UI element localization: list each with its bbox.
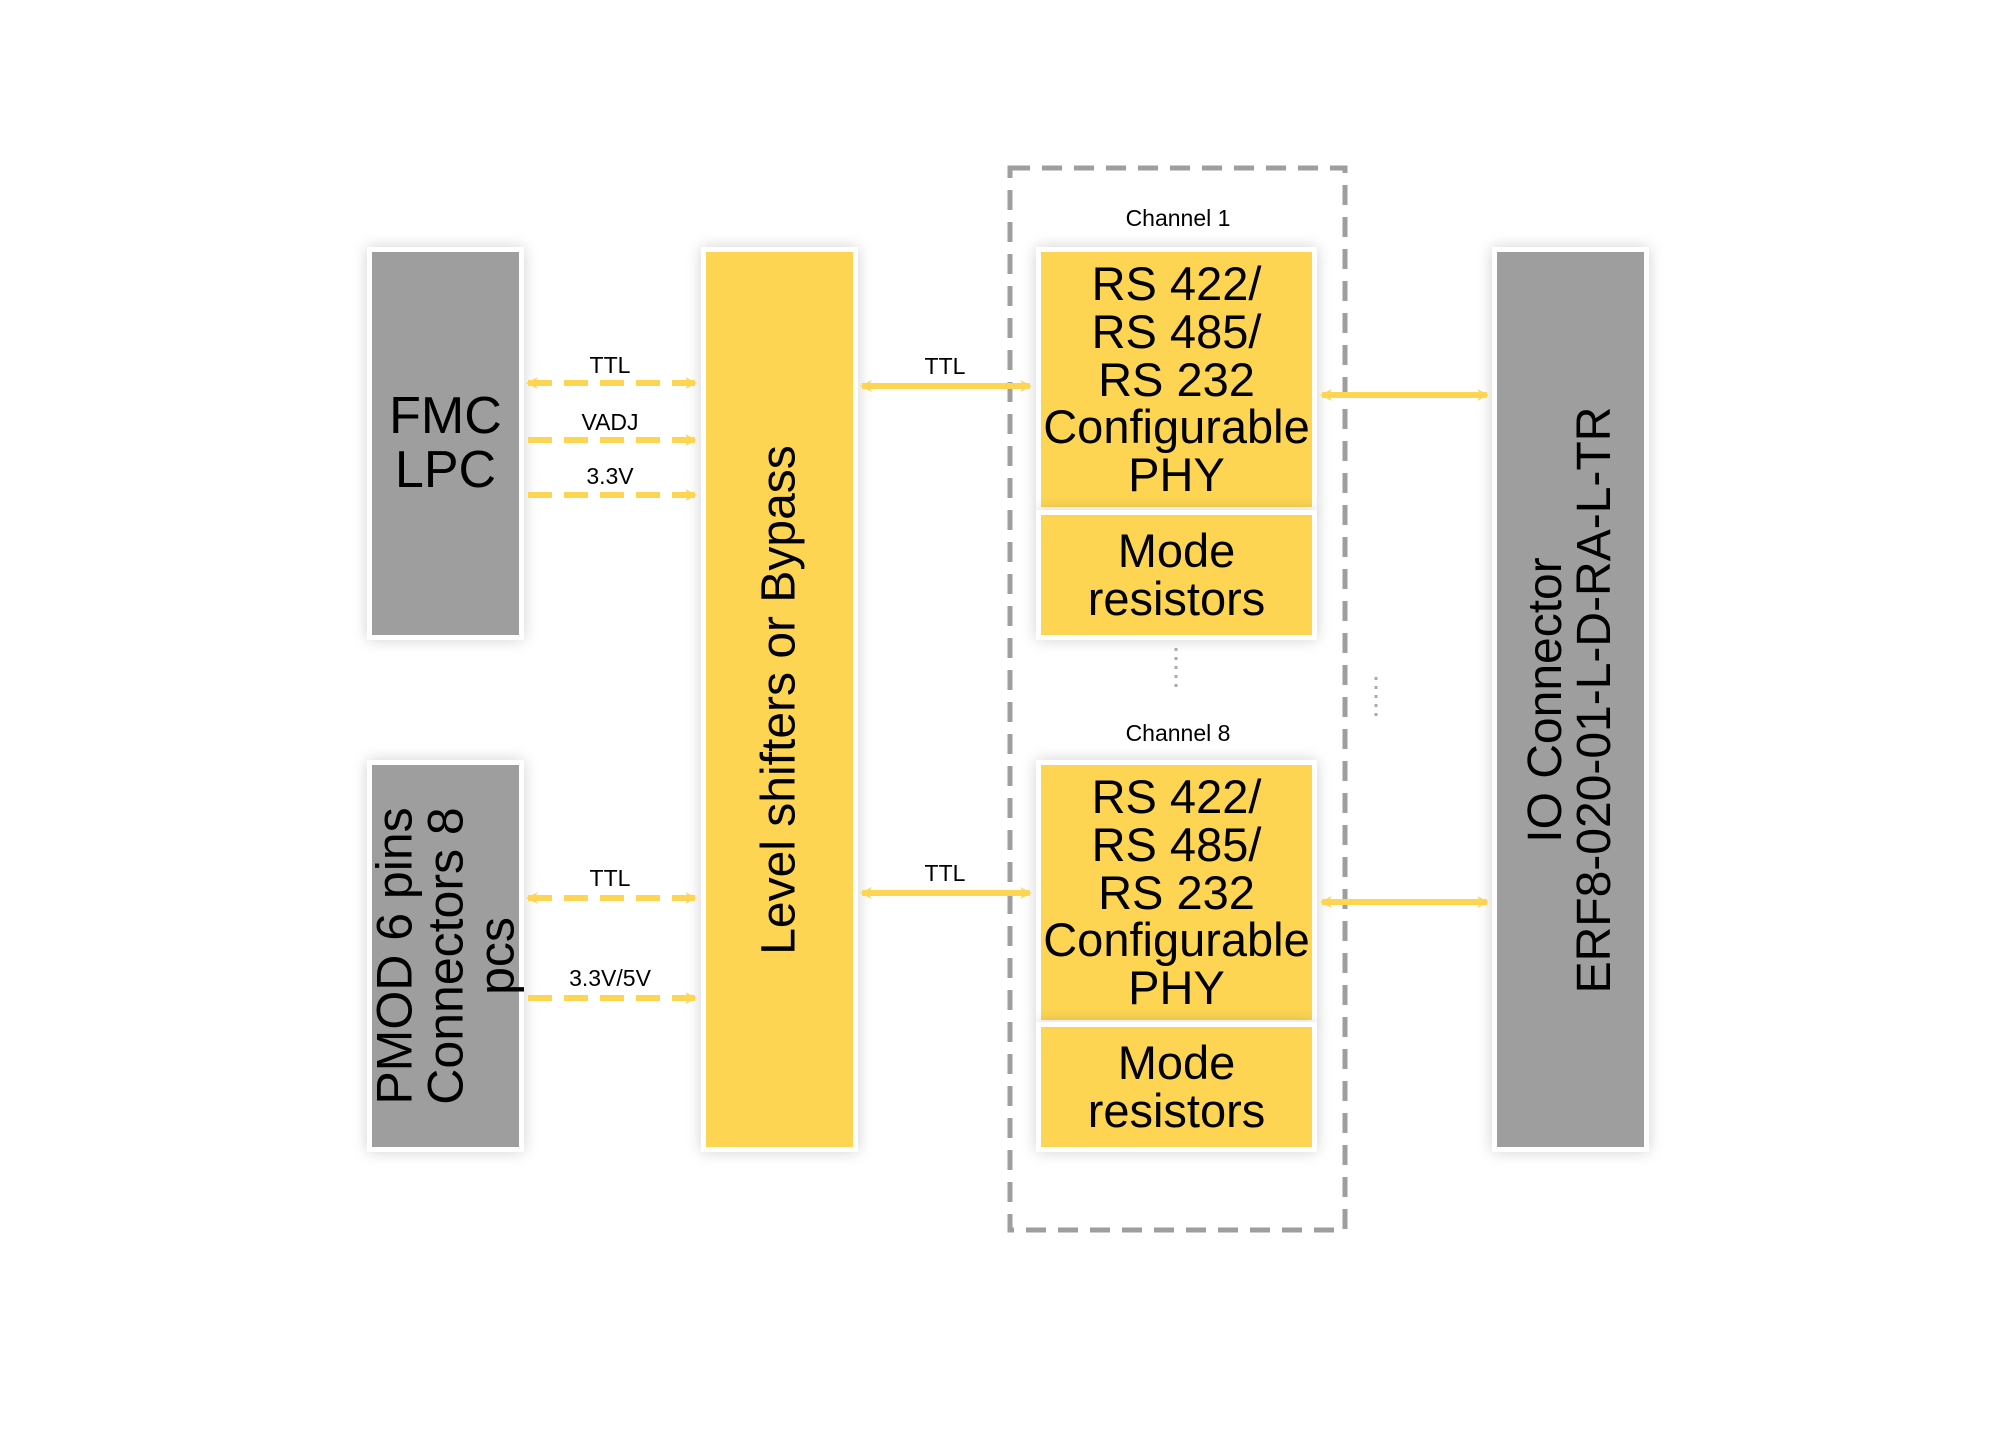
fmc-3v3-label: 3.3V bbox=[586, 463, 634, 489]
channel-8-label: Channel 8 bbox=[1125, 720, 1231, 746]
channel-1-phy-block: RS 422/ RS 485/ RS 232 Configurable PHY bbox=[1036, 247, 1317, 512]
fmc-vadj-label: VADJ bbox=[581, 409, 639, 435]
fmc-ttl-label: TTL bbox=[589, 352, 631, 378]
fmc-lpc-block: FMC LPC bbox=[367, 247, 524, 640]
channel-1-phy-label: RS 422/ RS 485/ RS 232 Configurable PHY bbox=[1043, 256, 1310, 502]
channel-1-label: Channel 1 bbox=[1125, 205, 1231, 231]
ch1-ttl-label: TTL bbox=[924, 353, 966, 379]
channel-8-phy-label: RS 422/ RS 485/ RS 232 Configurable PHY bbox=[1043, 769, 1310, 1015]
channel-8-mode-block: Mode resistors bbox=[1036, 1022, 1317, 1152]
channel-1-mode-label: Mode resistors bbox=[1087, 524, 1266, 625]
pmod-ttl-label: TTL bbox=[589, 865, 631, 891]
level-shifters-block: Level shifters or Bypass bbox=[701, 247, 858, 1152]
channel-1-mode-block: Mode resistors bbox=[1036, 510, 1317, 640]
channel-8-mode-label: Mode resistors bbox=[1087, 1036, 1266, 1137]
io-connector-block: IO Connector ERF8-020-01-L-D-RA-L-TR bbox=[1492, 247, 1649, 1152]
pmod-power-label: 3.3V/5V bbox=[569, 965, 651, 991]
pmod-block: PMOD 6 pins Connectors 8 pcs bbox=[366, 760, 524, 1152]
ch8-ttl-label: TTL bbox=[924, 860, 966, 886]
fmc-lpc-label: FMC LPC bbox=[389, 387, 502, 499]
